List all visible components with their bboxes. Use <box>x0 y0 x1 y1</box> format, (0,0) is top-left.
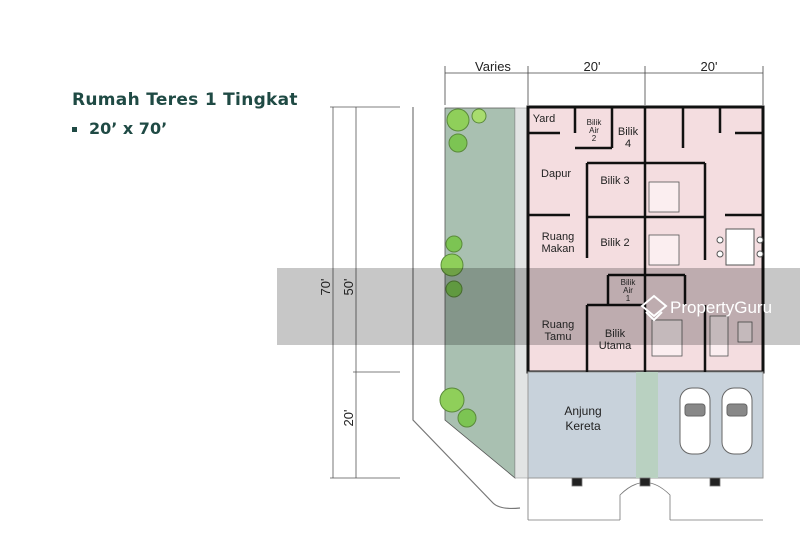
room-bilik-air-1-l2: Air <box>623 286 633 295</box>
room-bilik-4-l1: Bilik <box>618 126 639 138</box>
room-ruang-makan-l2: Makan <box>541 243 574 255</box>
plan-title: Rumah Teres 1 Tingkat <box>72 90 298 110</box>
dining-table-icon <box>716 228 764 266</box>
front-gate <box>527 477 763 521</box>
site-boundary <box>412 107 521 510</box>
dim-70: 70' <box>318 279 333 296</box>
room-bilik-2: Bilik 2 <box>600 237 629 249</box>
watermark-text: PropertyGuru <box>670 298 772 317</box>
bullet-icon <box>72 127 77 132</box>
room-anjung-kereta-l2: Kereta <box>565 419 601 433</box>
room-bilik-4-l2: 4 <box>625 138 631 150</box>
dim-50: 50' <box>341 279 356 296</box>
bed-icons <box>648 181 753 357</box>
plan-size-text: 20’ x 70’ <box>89 119 168 138</box>
room-ruang-tamu-l1: Ruang <box>542 319 574 331</box>
room-bilik-air-2-l3: 2 <box>592 134 597 143</box>
room-bilik-utama-l2: Utama <box>599 340 632 352</box>
room-bilik-utama-l1: Bilik <box>605 328 626 340</box>
car-icons <box>679 387 753 455</box>
dim-varies: Varies <box>475 59 511 74</box>
room-ruang-tamu-l2: Tamu <box>545 331 572 343</box>
watermark-band <box>277 268 800 345</box>
dim-20-left: 20' <box>584 59 601 74</box>
plan-size: 20’ x 70’ <box>72 119 167 138</box>
tree-icons <box>439 108 487 428</box>
room-bilik-air-2-l1: Bilik <box>587 118 603 127</box>
dim-20-porch: 20' <box>341 410 356 427</box>
room-yard: Yard <box>533 113 555 125</box>
room-bilik-air-1-l1: Bilik <box>621 278 637 287</box>
room-bilik-3: Bilik 3 <box>600 175 629 187</box>
dim-20-right: 20' <box>701 59 718 74</box>
propertyguru-logo-icon <box>640 294 668 322</box>
room-bilik-air-2-l2: Air <box>589 126 599 135</box>
room-anjung-kereta-l1: Anjung <box>564 404 601 418</box>
interior-walls <box>528 107 763 372</box>
room-dapur: Dapur <box>541 168 571 180</box>
room-ruang-makan-l1: Ruang <box>542 231 574 243</box>
top-dimension <box>444 66 764 105</box>
porch-divider-planter <box>636 372 658 478</box>
room-bilik-air-1-l3: 1 <box>626 294 631 303</box>
left-dimension <box>330 106 400 479</box>
